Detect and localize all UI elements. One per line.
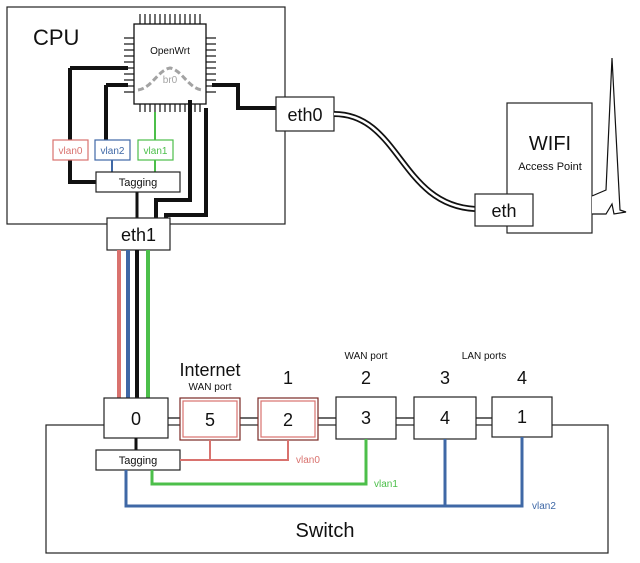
switch-vlan1-line: [150, 439, 368, 486]
eth1-label: eth1: [121, 225, 156, 245]
switch-port-3: [335, 396, 397, 440]
wifi-eth-box: [474, 193, 534, 227]
vlan1-label: vlan1: [144, 146, 168, 157]
switch-tagging-label: Tagging: [119, 455, 158, 467]
vlan0-box: [52, 139, 89, 161]
switch-label: Switch: [296, 520, 355, 542]
bridge-label: br0: [163, 75, 178, 86]
switch-port-0: [103, 397, 169, 439]
eth0-wifi-cable: [333, 111, 476, 212]
switch-vlan0-line: [180, 440, 289, 461]
eth0-box: [275, 96, 335, 132]
header-lan-ports: LAN ports: [462, 351, 506, 362]
header-wan-num: 2: [361, 368, 371, 388]
chip-label: OpenWrt: [150, 46, 190, 57]
switch-port-1: [491, 396, 553, 438]
switch-vlan1-label: vlan1: [374, 479, 398, 490]
trunk-cable: [117, 250, 150, 398]
eth0-label: eth0: [287, 105, 322, 125]
bridge-br0-dashed-line: [137, 66, 203, 92]
cpu-internal-wires: [68, 66, 276, 218]
eth1-box: [106, 217, 171, 251]
switch-port-4-label: 4: [440, 408, 450, 428]
switch-box: [45, 424, 609, 554]
vlan2-box: [94, 139, 131, 161]
switch-port-5-label: 5: [205, 410, 215, 430]
wifi-title: WIFI: [529, 133, 571, 155]
switch-vlan0-label: vlan0: [296, 455, 320, 466]
cpu-tagging-box: [95, 171, 181, 193]
header-lan3: 3: [440, 368, 450, 388]
switch-vlan2-label: vlan2: [532, 501, 556, 512]
cpu-tagging-label: Tagging: [119, 177, 158, 189]
switch-port-2: [257, 397, 319, 441]
header-internet: Internet: [179, 360, 240, 380]
header-internet-sub: WAN port: [189, 382, 232, 393]
switch-port-2-label: 2: [283, 410, 293, 430]
switch-port-3-label: 3: [361, 408, 371, 428]
vlan1-box: [137, 139, 174, 161]
header-lan1: 1: [283, 368, 293, 388]
switch-port-5: [179, 397, 241, 441]
wifi-eth-label: eth: [491, 201, 516, 221]
cpu-label: CPU: [33, 25, 79, 50]
header-wan-top: WAN port: [345, 351, 388, 362]
switch-port-4: [413, 396, 477, 440]
wifi-subtitle: Access Point: [518, 161, 582, 173]
vlan2-label: vlan2: [101, 146, 125, 157]
openwrt-chip: [133, 23, 207, 105]
switch-vlan2-line: [124, 437, 524, 508]
switch-port-1-label: 1: [517, 407, 527, 427]
vlan0-label: vlan0: [59, 146, 83, 157]
header-lan4: 4: [517, 368, 527, 388]
chip-pins: [124, 14, 216, 112]
antenna-icon: [591, 57, 627, 215]
switch-port-0-label: 0: [131, 409, 141, 429]
